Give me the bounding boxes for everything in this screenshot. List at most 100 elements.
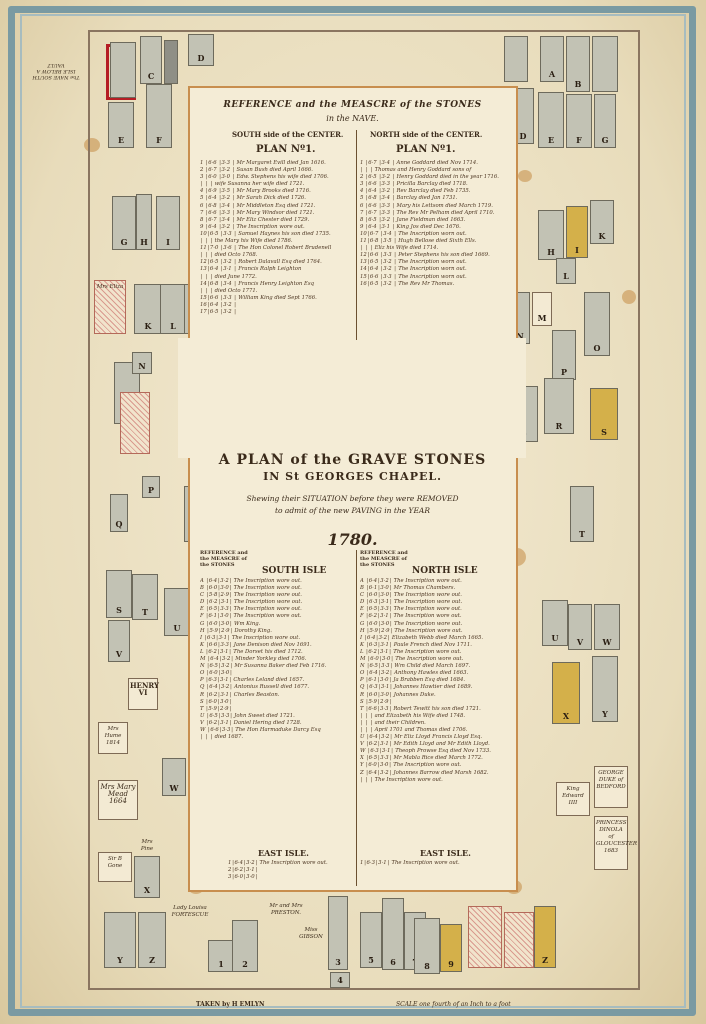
reference-entry: 6 │6·6 │3·3 │ Mary his Lettsom died Marc…	[360, 202, 493, 209]
stone-v-right: V	[568, 604, 592, 650]
nave-south-list: 1 │6·6 │3·3 │ Mr Margaret Evill died Jan…	[200, 160, 354, 316]
stone-label: M	[537, 313, 547, 323]
stone-label: E	[547, 135, 555, 145]
south-isle-heading: SOUTH ISLE	[262, 566, 327, 576]
scale-note: SCALE one fourth of an Inch to a foot	[396, 1001, 511, 1008]
reference-entry: R │6·2│3·1│ Charles Beaston.	[200, 691, 280, 698]
monument-mrs-hume: Mrs Hume 1814	[98, 722, 128, 754]
reference-entry: 5 │6·8 │3·4 │ Barclay died Jan 1731.	[360, 195, 458, 202]
monument-text: PRINCESS DINOLA of GLOUCESTER 1683	[596, 820, 638, 854]
stone-label: Y	[117, 955, 123, 965]
reference-entry: 1 │6·7 │3·4 │ Anne Goddard died Nov 1714…	[360, 160, 478, 166]
reference-entry: E │6·5│3·3│ The Inscription wore out.	[360, 606, 462, 613]
reference-entry: │ │ │ the Mary his Wife died 1786.	[200, 238, 293, 245]
reference-entry: F │6·1│3·0│ The Inscription wore out.	[200, 613, 302, 620]
reference-entry: 2│6·2│3·1│	[228, 867, 258, 874]
stone-d: D	[188, 34, 214, 66]
plan-year: 1780.	[327, 530, 378, 549]
stone-label: X	[143, 885, 151, 895]
inner-border	[20, 14, 686, 1008]
stone-label: 2	[242, 959, 248, 969]
stone-r-top-1	[504, 36, 528, 82]
reference-entry: 1│6·4│3·2│ The Inscription wore out.	[228, 860, 328, 866]
reference-entry: Y │6·0│3·0│ The Inscription wore out.	[360, 762, 462, 769]
stone-label: U	[173, 623, 181, 633]
reference-entry: 9 │6·4 │3·2 │ The Inscription wore out.	[200, 223, 305, 230]
stone-2: 2	[232, 920, 258, 972]
reference-entry: T │5·9│2·9│	[200, 705, 232, 712]
east-isle-heading-right: EAST ISLE.	[420, 848, 471, 858]
reference-entry: C │6·0│3·0│ The Inscription wore out.	[360, 592, 462, 599]
stone-label: H	[547, 247, 555, 257]
stone-label: 8	[424, 961, 430, 971]
stone-i: I	[156, 196, 180, 250]
stone-f-right: F	[566, 94, 592, 148]
stone-label: Q	[115, 519, 123, 529]
reference-entry: R │6·0│3·0│ Johannes Duke.	[360, 691, 436, 698]
monument-preston: Mr and Mrs PRESTON.	[262, 900, 310, 926]
east-isle-list-left: 1│6·4│3·2│ The Inscription wore out.2│6·…	[228, 860, 354, 881]
stone-narrow	[164, 40, 178, 84]
reference-entry: G │6·0│3·0│ The Inscription wore out.	[360, 620, 463, 627]
reference-entry: B │6·1│3·0│ Mr Thomas Chambers.	[360, 585, 456, 592]
reference-entry: 7 │6·7 │3·3 │ The Rev Mr Pelham died Apr…	[360, 209, 495, 216]
reference-title: REFERENCE and the MEASCRE of the STONES	[223, 100, 482, 110]
stone-label: K	[598, 231, 606, 241]
stone-label: 6	[390, 957, 396, 967]
stone-4: 4	[330, 972, 350, 988]
reference-entry: │ │ │ and their Children.	[360, 719, 426, 726]
stone-label: B	[574, 79, 582, 89]
reference-entry: S │6·0│3·0│	[200, 698, 232, 705]
reference-entry: 2 │6·7 │3·2 │ Susan Bush died April 1666…	[200, 167, 313, 174]
stone-i-right: I	[566, 206, 588, 258]
south-isle-reference: REFERENCE and the MEASCRE of the STONES	[200, 550, 248, 568]
monument-text: Mrs Hume 1814	[104, 726, 122, 746]
stone-label: Z	[542, 955, 548, 965]
north-isle-reference: REFERENCE and the MEASCRE of the STONES	[360, 550, 408, 568]
monument-hatched	[504, 912, 534, 968]
reference-entry: X │6·5│3·3│ Mr Mabla Rice died March 177…	[360, 755, 483, 762]
monument-text: King Edward IIII	[562, 786, 584, 806]
reference-entry: 14│6·8 │3·4 │ Francis Henry Leighton Esq	[200, 280, 314, 287]
stone-label: L	[170, 321, 176, 331]
reference-entry: L │6·2│3·1│ The Dorset his died 1712.	[200, 648, 303, 655]
monument-text: HENRY VI	[130, 681, 159, 697]
stone-label: O	[593, 343, 601, 353]
stone-w-right: W	[594, 604, 620, 650]
stone-6: 6	[382, 898, 404, 970]
reference-entry: M │6·0│3·0│ The Inscription wore out.	[360, 656, 464, 663]
stone-c: C	[140, 36, 162, 84]
stone-h-right: H	[538, 210, 564, 260]
stone-label: V	[576, 637, 584, 647]
stone-1: 1	[208, 940, 234, 972]
reference-entry: 3 │6·0 │3·0 │ Edw. Stephens his wife die…	[200, 174, 329, 181]
reference-entry: 10│6·5 │3·3 │ Samuel Haynes his son died…	[200, 230, 331, 237]
panel-notch-left	[178, 338, 192, 458]
monument-text: Miss GIBSON	[299, 927, 323, 940]
stone-label: 1	[218, 959, 224, 969]
stone-p-right: P	[552, 330, 576, 380]
stone-cross	[592, 36, 618, 92]
stone-5: 5	[360, 912, 382, 968]
reference-entry: K │6·3│3·1│ Paule French died Nov 1711.	[360, 641, 472, 648]
reference-entry: 1│6·3│3·1│ The Inscription wore out.	[360, 860, 460, 866]
stone-label: U	[551, 633, 559, 643]
stone-label: Z	[149, 955, 155, 965]
stone-label: H	[140, 237, 148, 247]
stone-label: G	[120, 237, 128, 247]
stone-label: G	[601, 135, 609, 145]
stone-t-left: T	[132, 574, 158, 620]
reference-entry: U │6·5│3·3│ John Sweet died 1721.	[200, 712, 295, 719]
stone-m-right: M	[532, 292, 552, 326]
reference-entry: 7 │6·6 │3·3 │ Mr Mary Windsor died 1721.	[200, 209, 315, 216]
east-isle-heading-left: EAST ISLE.	[258, 848, 309, 858]
stone-p: P	[142, 476, 160, 498]
stone-g: G	[112, 196, 136, 250]
stone-3: 3	[328, 896, 348, 970]
reference-entry: O │6·4│3·2│ Anthony Hawles died 1663.	[360, 670, 469, 677]
stone-label: 3	[335, 957, 341, 967]
east-isle-list-right: 1│6·3│3·1│ The Inscription wore out.	[360, 860, 510, 867]
stone-label: D	[197, 53, 205, 63]
reference-entry: N │6·5│3·2│ Mr Susanna Baker died Feb 17…	[200, 663, 327, 670]
reference-entry: │ │ │ Eliz his Wife died 1714.	[360, 245, 439, 252]
